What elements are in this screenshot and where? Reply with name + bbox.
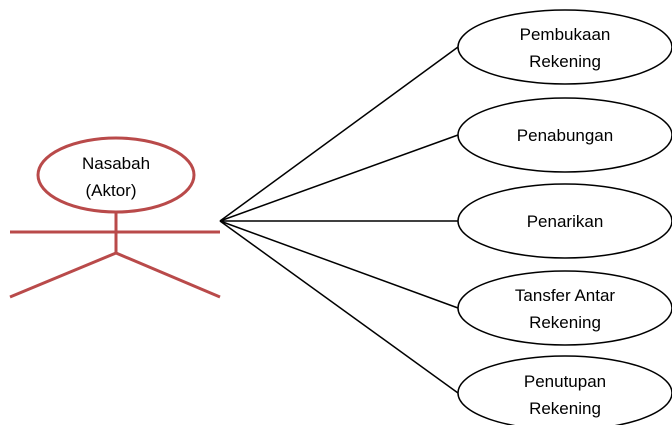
use-case-label: Penabungan xyxy=(517,126,613,145)
use-case-ellipse xyxy=(457,183,672,259)
use-case-pembukaan-rekening: Pembukaan Rekening xyxy=(457,9,672,85)
use-case-label: Tansfer Antar xyxy=(515,286,616,305)
actor: Nasabah (Aktor) xyxy=(9,136,221,299)
actor-name-line2: (Aktor) xyxy=(86,181,137,200)
use-case-ellipse xyxy=(457,270,672,346)
association-line xyxy=(219,220,459,394)
use-case-label: Rekening xyxy=(529,313,601,332)
use-case-label: Penarikan xyxy=(527,212,604,231)
use-case-penutupan-rekening: Penutupan Rekening xyxy=(457,355,672,425)
actor-head xyxy=(36,136,196,214)
actor-left-leg xyxy=(9,251,117,299)
use-case-penabungan: Penabungan xyxy=(457,97,672,173)
use-case-penarikan: Penarikan xyxy=(457,183,672,259)
association-line xyxy=(219,46,459,222)
associations xyxy=(219,46,459,394)
use-case-label: Rekening xyxy=(529,52,601,71)
use-case-ellipse xyxy=(457,355,672,425)
use-case-label: Penutupan xyxy=(524,372,606,391)
use-case-label: Rekening xyxy=(529,399,601,418)
use-case-transfer-antar-rekening: Tansfer Antar Rekening xyxy=(457,270,672,346)
use-case-ellipse xyxy=(457,9,672,85)
use-case-ellipse xyxy=(457,97,672,173)
actor-name-line1: Nasabah xyxy=(82,154,150,173)
actor-right-leg xyxy=(115,251,221,299)
association-line xyxy=(219,134,459,222)
association-line xyxy=(219,220,459,309)
use-case-label: Pembukaan xyxy=(520,25,611,44)
